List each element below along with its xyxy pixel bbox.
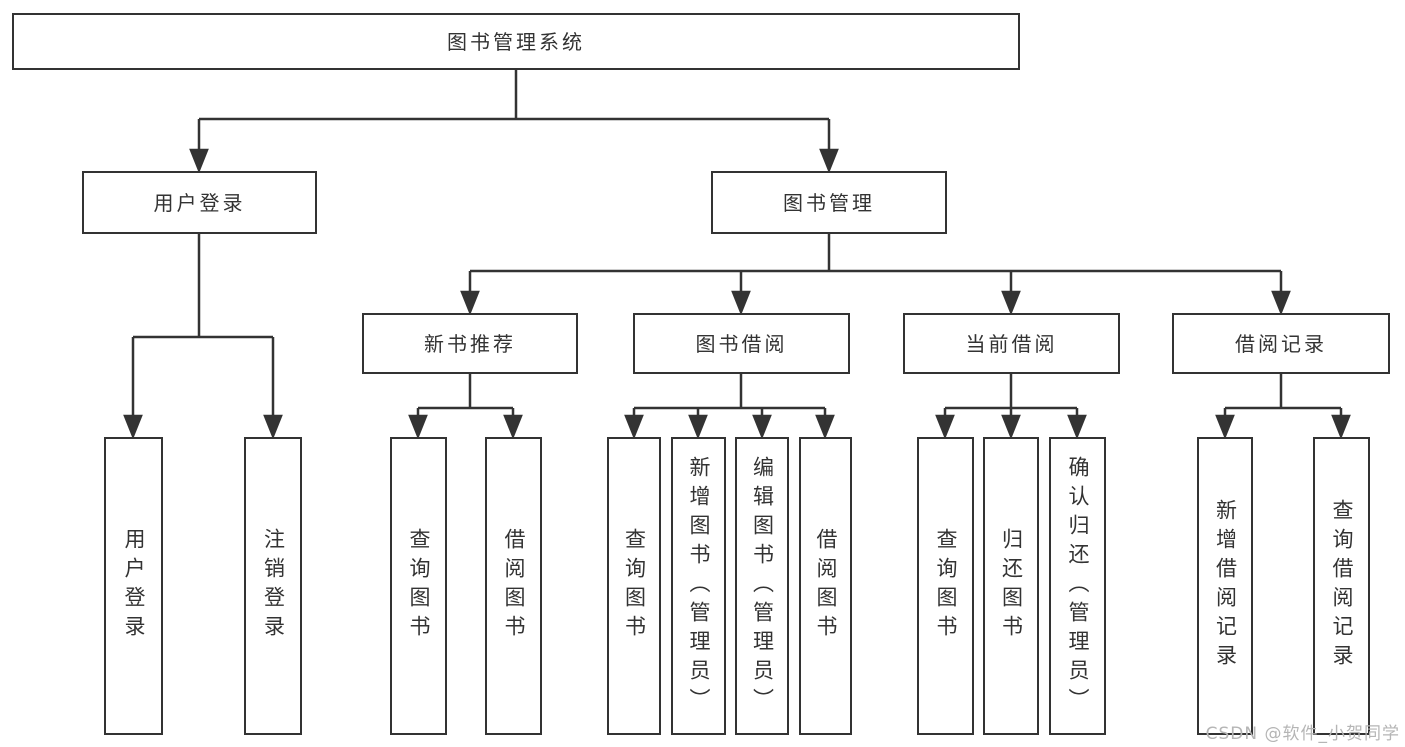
node-new-book-recommend: 新书推荐 <box>362 313 578 374</box>
connector-bookmgmt-to-modules <box>468 234 1283 294</box>
node-book-management-branch: 图书管理 <box>711 171 947 234</box>
leaf-return-books: 归还图书 <box>983 437 1039 735</box>
leaf-label: 查询借阅记录 <box>1330 499 1354 673</box>
arrowhead <box>1067 414 1087 440</box>
arrowhead <box>1001 414 1021 440</box>
connector-userlogin-to-leaves <box>131 234 275 418</box>
leaf-borrow-books-recommend: 借阅图书 <box>485 437 542 735</box>
node-root-system: 图书管理系统 <box>12 13 1020 70</box>
leaf-label: 新增图书（管理员） <box>687 455 711 717</box>
connector-borrowing-to-leaves <box>632 374 827 418</box>
arrowhead <box>1331 414 1351 440</box>
csdn-watermark: CSDN @软件_小贺同学 <box>1205 724 1400 744</box>
arrowhead <box>503 414 523 440</box>
arrowhead <box>731 290 751 316</box>
leaf-query-books-borrowing: 查询图书 <box>607 437 661 735</box>
leaf-add-borrow-record: 新增借阅记录 <box>1197 437 1253 735</box>
arrowhead <box>460 290 480 316</box>
node-label: 图书管理系统 <box>447 29 585 54</box>
leaf-label: 查询图书 <box>934 528 958 644</box>
leaf-label: 借阅图书 <box>502 528 526 644</box>
leaf-label: 借阅图书 <box>814 528 838 644</box>
arrowhead <box>263 414 283 440</box>
arrowhead <box>123 414 143 440</box>
node-label: 图书借阅 <box>695 331 788 356</box>
arrowhead <box>624 414 644 440</box>
arrowhead <box>1001 290 1021 316</box>
arrowhead <box>1215 414 1235 440</box>
arrowhead <box>688 414 708 440</box>
leaf-label: 用户登录 <box>122 528 146 644</box>
node-label: 图书管理 <box>783 190 875 215</box>
connector-root-to-branches <box>197 70 831 152</box>
leaf-query-borrow-record: 查询借阅记录 <box>1313 437 1370 735</box>
node-label: 新书推荐 <box>424 331 516 356</box>
node-user-login-branch: 用户登录 <box>82 171 317 234</box>
leaf-label: 新增借阅记录 <box>1213 499 1238 673</box>
leaf-label: 归还图书 <box>999 528 1024 644</box>
leaf-edit-books-admin: 编辑图书（管理员） <box>735 437 789 735</box>
connector-records-to-leaves <box>1223 374 1343 418</box>
node-label: 用户登录 <box>153 190 246 215</box>
arrowhead <box>819 148 839 174</box>
arrowhead <box>408 414 428 440</box>
leaf-query-books-current: 查询图书 <box>917 437 974 735</box>
leaf-label: 注销登录 <box>261 528 286 644</box>
connector-newbooks-to-leaves <box>416 374 515 418</box>
leaf-add-books-admin: 新增图书（管理员） <box>671 437 726 735</box>
arrowhead <box>189 148 209 174</box>
arrowhead <box>752 414 772 440</box>
leaf-user-login: 用户登录 <box>104 437 163 735</box>
leaf-logout: 注销登录 <box>244 437 302 735</box>
node-borrowing-records: 借阅记录 <box>1172 313 1390 374</box>
arrowhead <box>815 414 835 440</box>
leaf-query-books-recommend: 查询图书 <box>390 437 447 735</box>
node-label: 当前借阅 <box>965 331 1058 356</box>
node-label: 借阅记录 <box>1235 331 1327 356</box>
arrowhead <box>1271 290 1291 316</box>
node-book-borrowing: 图书借阅 <box>633 313 850 374</box>
leaf-borrow-books: 借阅图书 <box>799 437 852 735</box>
node-current-borrowing: 当前借阅 <box>903 313 1120 374</box>
leaf-confirm-return-admin: 确认归还（管理员） <box>1049 437 1106 735</box>
leaf-label: 查询图书 <box>622 528 647 644</box>
leaf-label: 查询图书 <box>407 528 431 644</box>
arrowhead <box>935 414 955 440</box>
leaf-label: 编辑图书（管理员） <box>750 455 775 717</box>
connector-current-to-leaves <box>943 374 1079 418</box>
leaf-label: 确认归还（管理员） <box>1066 455 1090 717</box>
